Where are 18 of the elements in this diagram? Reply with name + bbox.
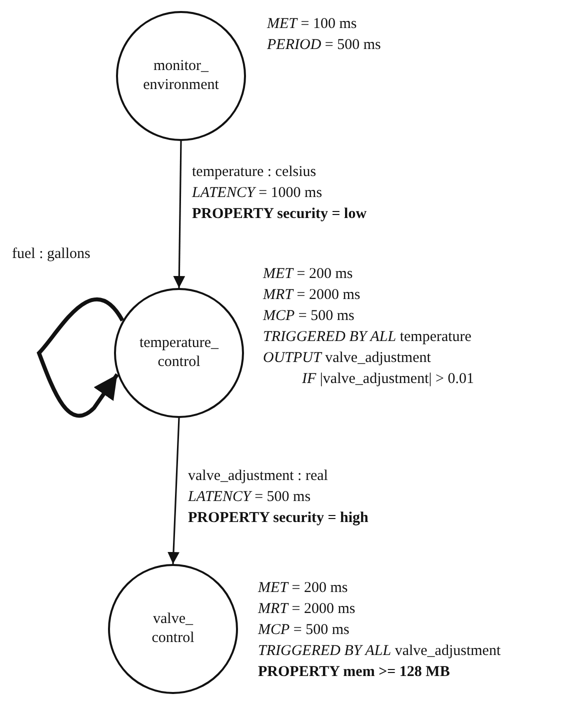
process-name: temperature_ control: [139, 334, 219, 372]
attribute-text: TRIGGERED BY ALL temperature: [263, 328, 472, 347]
attribute-text: MET = 100 ms: [267, 15, 358, 34]
attribute-text: OUTPUT valve_adjustment IF |valve_adjustment| > 0.01: [263, 349, 474, 389]
attribute-text: PERIOD = 500 ms: [267, 36, 381, 55]
attribute-text: PROPERTY mem >= 128 MB: [258, 663, 451, 682]
arrow: [173, 140, 186, 288]
arrow: [168, 418, 180, 564]
attribute-text: MRT = 2000 ms: [258, 600, 356, 619]
attribute-text: MRT = 2000 ms: [263, 286, 362, 305]
attribute-text: MCP = 500 ms: [258, 621, 350, 640]
process-name: valve_ control: [152, 610, 194, 648]
arrow: [37, 298, 124, 418]
process-name: monitor_ environment: [143, 57, 219, 95]
attribute-text: MET = 200 ms: [263, 265, 354, 284]
attribute-text: MET = 200 ms: [258, 579, 349, 598]
attribute-text: MCP = 500 ms: [263, 307, 356, 326]
attribute-text: TRIGGERED BY ALL valve_adjustment: [258, 642, 501, 661]
